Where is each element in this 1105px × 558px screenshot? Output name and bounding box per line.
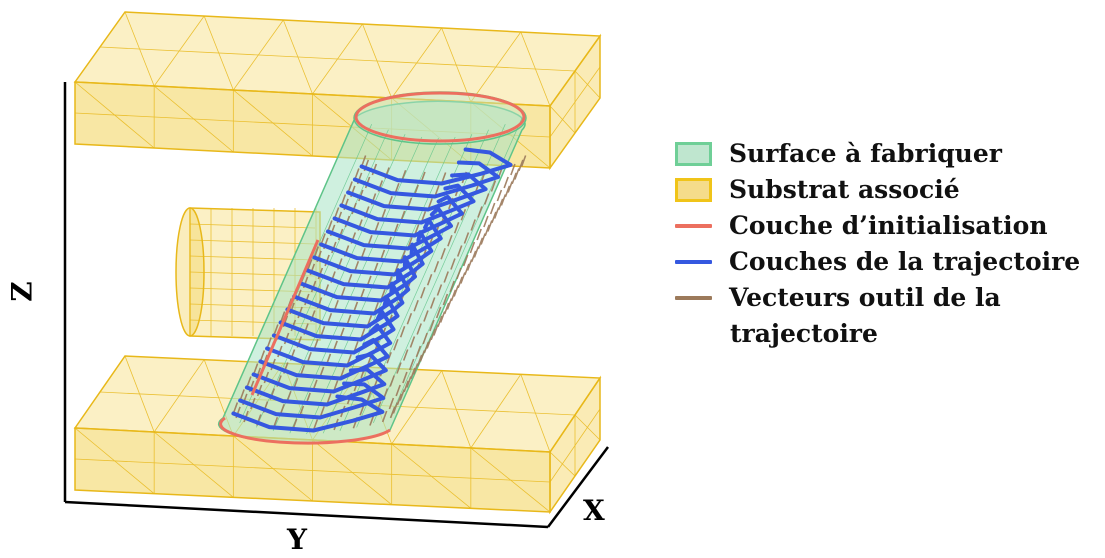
legend-item-trajectory: Couches de la trajectoire [675, 244, 1100, 280]
legend-swatch-tool-vectors [675, 296, 712, 300]
initialization-layer [219, 91, 526, 445]
legend-label-continuation: trajectoire [730, 319, 878, 348]
legend-item-init-layer: Couche d’initialisation [675, 208, 1100, 244]
legend-item-tool-vectors: Vecteurs outil de la [675, 280, 1100, 316]
legend-swatch-init-layer [675, 224, 712, 228]
top-substrate [73, 11, 602, 171]
axis-lines [63, 82, 609, 529]
legend: Surface à fabriquer Substrat associé Cou… [675, 136, 1100, 352]
legend-item-substrate: Substrat associé [675, 172, 1100, 208]
legend-label: Substrat associé [729, 175, 960, 204]
trajectory-layers [231, 147, 513, 433]
legend-label: Couches de la trajectoire [729, 247, 1081, 276]
axis-label-z: Z [5, 281, 39, 302]
legend-label: Vecteurs outil de la [729, 283, 1001, 312]
legend-swatch-trajectory [675, 260, 712, 264]
legend-item-surface: Surface à fabriquer [675, 136, 1100, 172]
axis-label-x: X [583, 494, 605, 527]
legend-label: Couche d’initialisation [729, 211, 1048, 240]
legend-label: Surface à fabriquer [729, 139, 1002, 168]
legend-swatch-surface [675, 142, 712, 166]
legend-swatch-substrate [675, 178, 712, 202]
axis-label-y: Y [287, 523, 307, 556]
